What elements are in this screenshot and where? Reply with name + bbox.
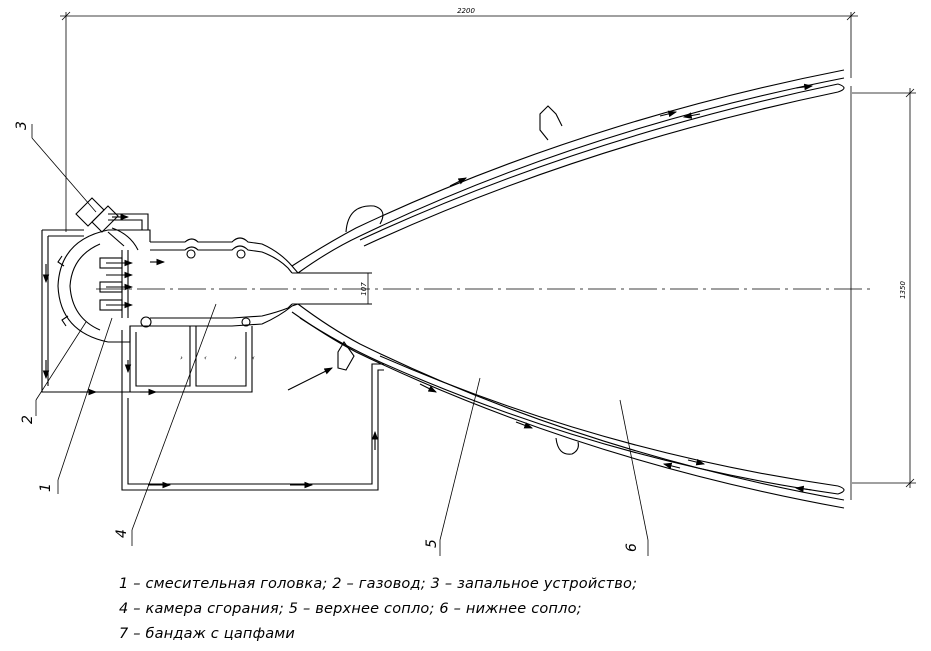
callout-1: 1 [38,483,54,492]
callout-5: 5 [424,539,440,548]
legend: 1 – смесительная головка; 2 – газовод; 3… [119,572,819,647]
legend-line-2: 4 – камера сгорания; 5 – верхнее сопло; … [119,601,582,617]
throat-diameter-value: 107 [360,282,368,296]
callout-2: 2 [20,415,36,424]
coolant-circuit: › ‹ › ‹ [121,326,384,491]
svg-text:‹: ‹ [252,354,255,362]
callout-4: 4 [114,529,130,538]
igniter [75,197,139,251]
overall-length-dimension: 2200 [60,7,858,232]
overall-length-value: 2200 [457,7,475,15]
svg-text:‹: ‹ [204,354,207,362]
nozzle-engine-drawing: 2200 1350 107 [14,7,916,556]
throat-diameter-dimension: 107 [292,272,372,305]
combustion-chamber [57,229,299,343]
callout-3: 3 [14,121,30,130]
upper-nozzle [291,69,852,509]
svg-text:›: › [234,354,237,362]
legend-line-1: 1 – смесительная головка; 2 – газовод; 3… [119,576,638,592]
callouts: 3 2 1 4 5 6 [14,121,649,556]
legend-line-3: 7 – бандаж с цапфами [119,626,296,642]
svg-text:›: › [180,354,183,362]
exit-diameter-value: 1350 [899,281,907,299]
gas-duct [41,213,166,396]
callout-6: 6 [624,543,640,552]
exit-diameter-dimension: 1350 [852,88,916,488]
